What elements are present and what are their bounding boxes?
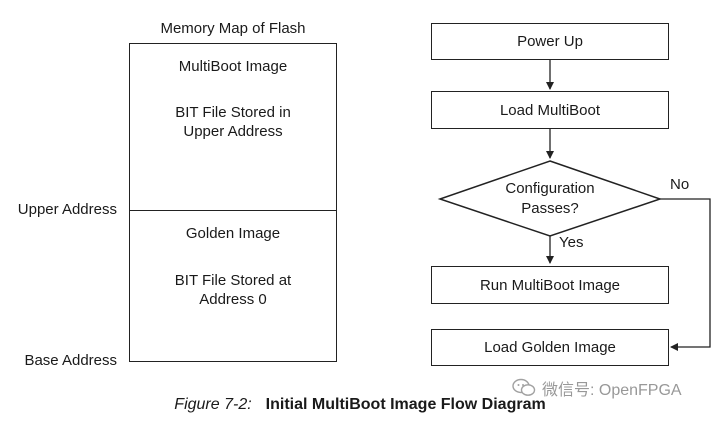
watermark-text: 微信号: OpenFPGA: [542, 382, 682, 399]
wechat-icon: [512, 378, 536, 396]
multiboot-region-name: MultiBoot Image: [178, 58, 288, 75]
figure-caption: Figure 7-2: Initial MultiBoot Image Flow …: [0, 396, 720, 414]
figure-title: Initial MultiBoot Image Flow Diagram: [265, 396, 546, 413]
base-address-label: Base Address: [24, 352, 117, 369]
power-up-label: Power Up: [517, 33, 583, 50]
load-golden-box: Load Golden Image: [431, 329, 669, 366]
decision-diamond: [437, 160, 663, 237]
decision-label-line1: Configuration: [505, 180, 595, 197]
memory-map-title: Memory Map of Flash: [160, 20, 306, 37]
arrow-no-to-golden: [660, 198, 711, 351]
yes-label: Yes: [559, 234, 584, 251]
decision-label-line2: Passes?: [521, 200, 579, 217]
run-multiboot-label: Run MultiBoot Image: [479, 276, 621, 294]
load-multiboot-box: Load MultiBoot: [431, 91, 669, 129]
multiboot-region-desc-line1: BIT File Stored in: [175, 104, 291, 121]
golden-region-desc-line2: Address 0: [199, 291, 267, 308]
power-up-box: Power Up: [431, 23, 669, 60]
no-label: No: [670, 176, 690, 193]
load-multiboot-label: Load MultiBoot: [499, 101, 601, 119]
golden-region-name: Golden Image: [185, 225, 281, 242]
golden-region-desc-line1: BIT File Stored at: [174, 272, 292, 289]
multiboot-region-desc-line2: Upper Address: [183, 123, 283, 140]
upper-address-divider: [130, 210, 336, 211]
load-golden-label: Load Golden Image: [484, 339, 616, 356]
figure-number: Figure 7-2:: [174, 396, 252, 413]
watermark: 微信号: OpenFPGA: [512, 376, 682, 400]
upper-address-label: Upper Address: [17, 201, 117, 218]
run-multiboot-box: Run MultiBoot Image: [431, 266, 669, 304]
flash-memory-block: MultiBoot Image BIT File Stored in Upper…: [129, 43, 337, 362]
